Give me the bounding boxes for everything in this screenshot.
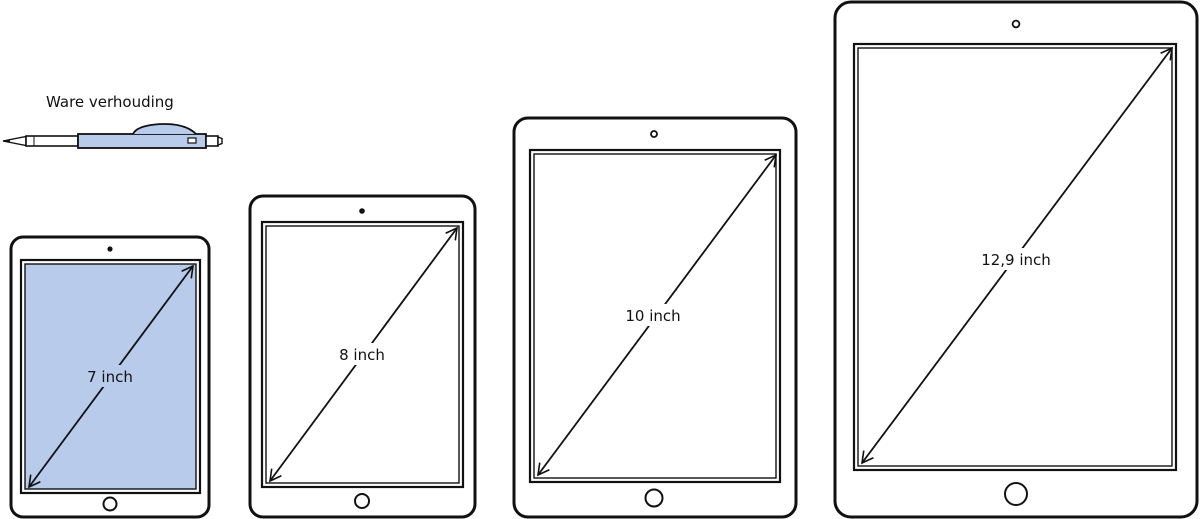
tablet-8-inch: 8 inch xyxy=(248,194,477,519)
size-label-8: 8 inch xyxy=(339,346,385,364)
size-label-12-9: 12,9 inch xyxy=(981,251,1051,269)
size-label-10: 10 inch xyxy=(625,307,680,325)
tablet-7-inch: 7 inch xyxy=(9,235,211,519)
home-button-icon xyxy=(102,496,118,512)
size-label-7: 7 inch xyxy=(87,368,133,386)
camera-icon xyxy=(107,246,113,252)
camera-icon xyxy=(1011,19,1021,29)
home-button-icon xyxy=(644,488,664,508)
camera-icon xyxy=(359,208,365,214)
caption-ware-verhouding: Ware verhouding xyxy=(46,93,174,111)
camera-icon xyxy=(650,130,658,138)
pen-icon xyxy=(2,123,223,149)
tablet-12-9-inch: 12,9 inch xyxy=(833,0,1199,519)
home-button-icon xyxy=(354,493,370,509)
tablet-10-inch: 10 inch xyxy=(512,116,798,519)
home-button-icon xyxy=(1004,482,1028,506)
